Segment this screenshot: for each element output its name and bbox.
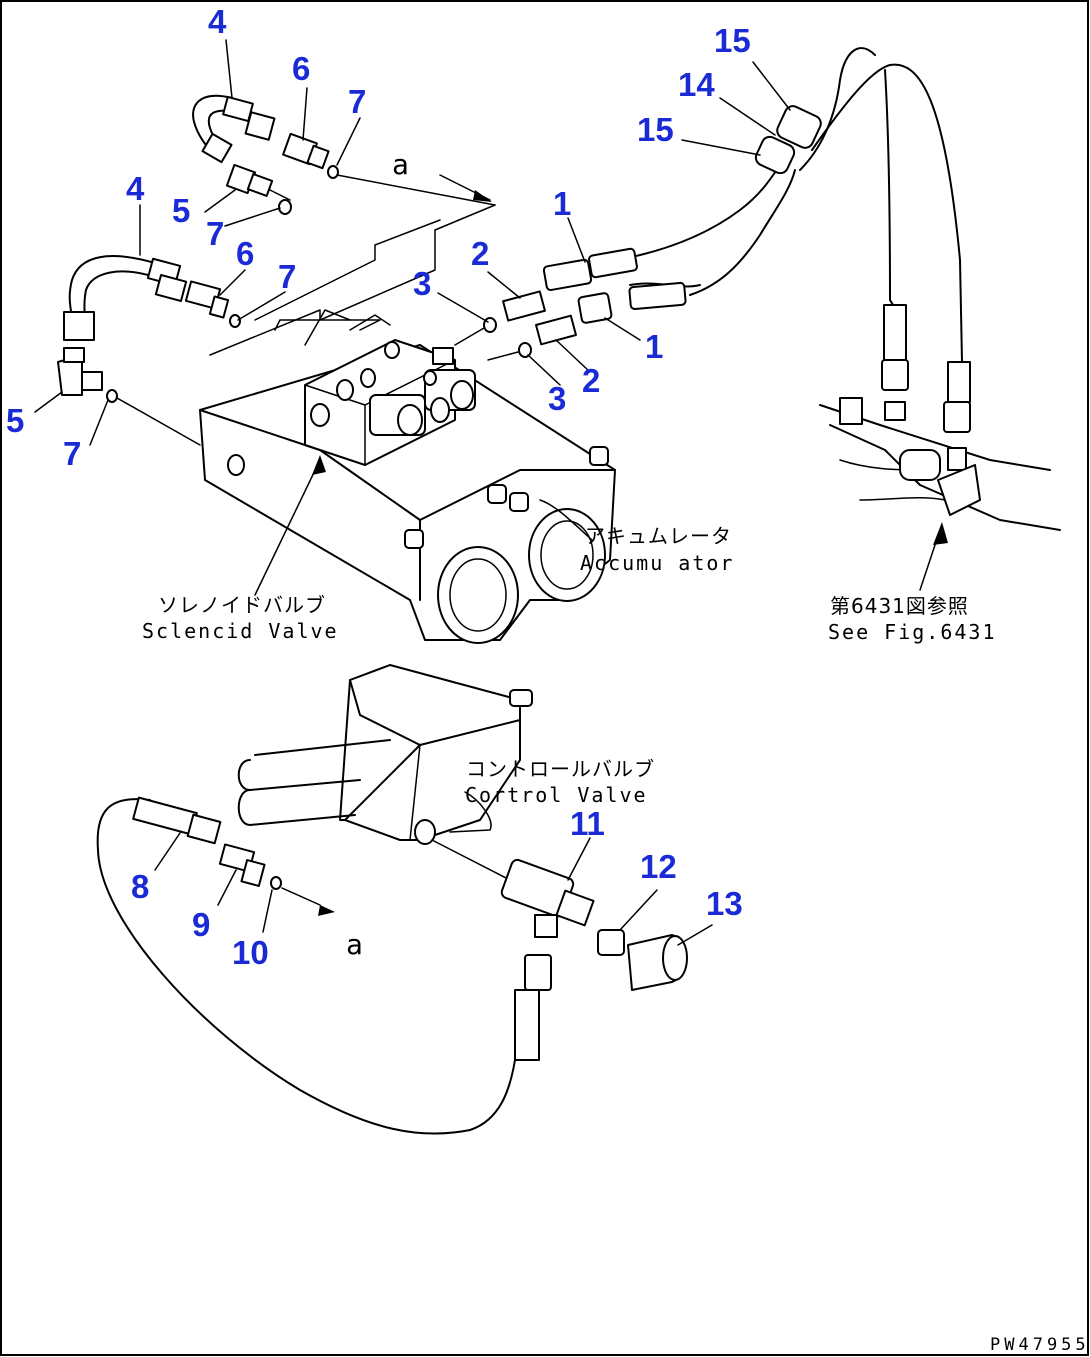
solenoid-accumulator-assembly [199,204,616,644]
callout-5-lower: 5 [6,402,24,439]
callout-9: 9 [192,906,210,943]
accumulator-label-jp: アキュムレータ [585,524,732,548]
control-valve-assembly [96,664,688,1135]
callout-10: 10 [232,934,269,971]
callout-6-lower: 6 [236,235,254,272]
hose-4-upper [192,94,496,215]
solenoid-label-jp: ソレノイドバルブ [158,593,326,617]
figure-ref-en: See Fig.6431 [828,620,997,644]
callout-14: 14 [678,66,715,103]
accumulator-label-en: Accumu ator [580,551,734,575]
marker-a-bottom: a [346,928,363,961]
right-hose-connection [819,259,1061,531]
callout-15-upper: 15 [714,22,751,59]
callout-2-upper: 2 [471,235,489,272]
hoses-1 [454,47,961,361]
drawing-code: PW47955 [990,1335,1090,1355]
callout-11: 11 [570,805,605,842]
callout-3-lower: 3 [548,380,566,417]
callout-4-lower: 4 [126,170,145,207]
figure-ref-jp: 第6431図参照 [830,594,969,618]
callout-7-lower: 7 [63,435,81,472]
callout-7-upper: 7 [348,83,366,120]
marker-a-top: a [392,148,409,181]
callout-1-lower: 1 [645,328,663,365]
callout-3-upper: 3 [413,265,431,302]
callout-1-upper: 1 [553,185,571,222]
hose-4-lower [57,255,241,446]
callout-7-third: 7 [278,258,296,295]
callout-8: 8 [131,868,149,905]
callout-7-second: 7 [206,215,224,252]
leader-lines [34,39,948,946]
solenoid-label-en: Sclencid Valve [142,619,339,643]
callout-numbers: 4 6 7 5 7 4 6 7 5 7 1 2 3 1 3 2 15 14 15… [6,3,751,971]
callout-4-upper: 4 [208,3,227,40]
callout-6-upper: 6 [292,50,310,87]
control-valve-label-jp: コントロールバルブ [466,757,655,781]
control-valve-label-en: Cortrol Valve [465,783,648,807]
callout-12: 12 [640,848,677,885]
text-labels: a a ソレノイドバルブ Sclencid Valve アキュムレータ Accu… [142,148,1090,1355]
callout-5-upper: 5 [172,192,190,229]
callout-15-lower: 15 [637,111,674,148]
callout-13: 13 [706,885,743,922]
callout-2-lower: 2 [582,362,600,399]
